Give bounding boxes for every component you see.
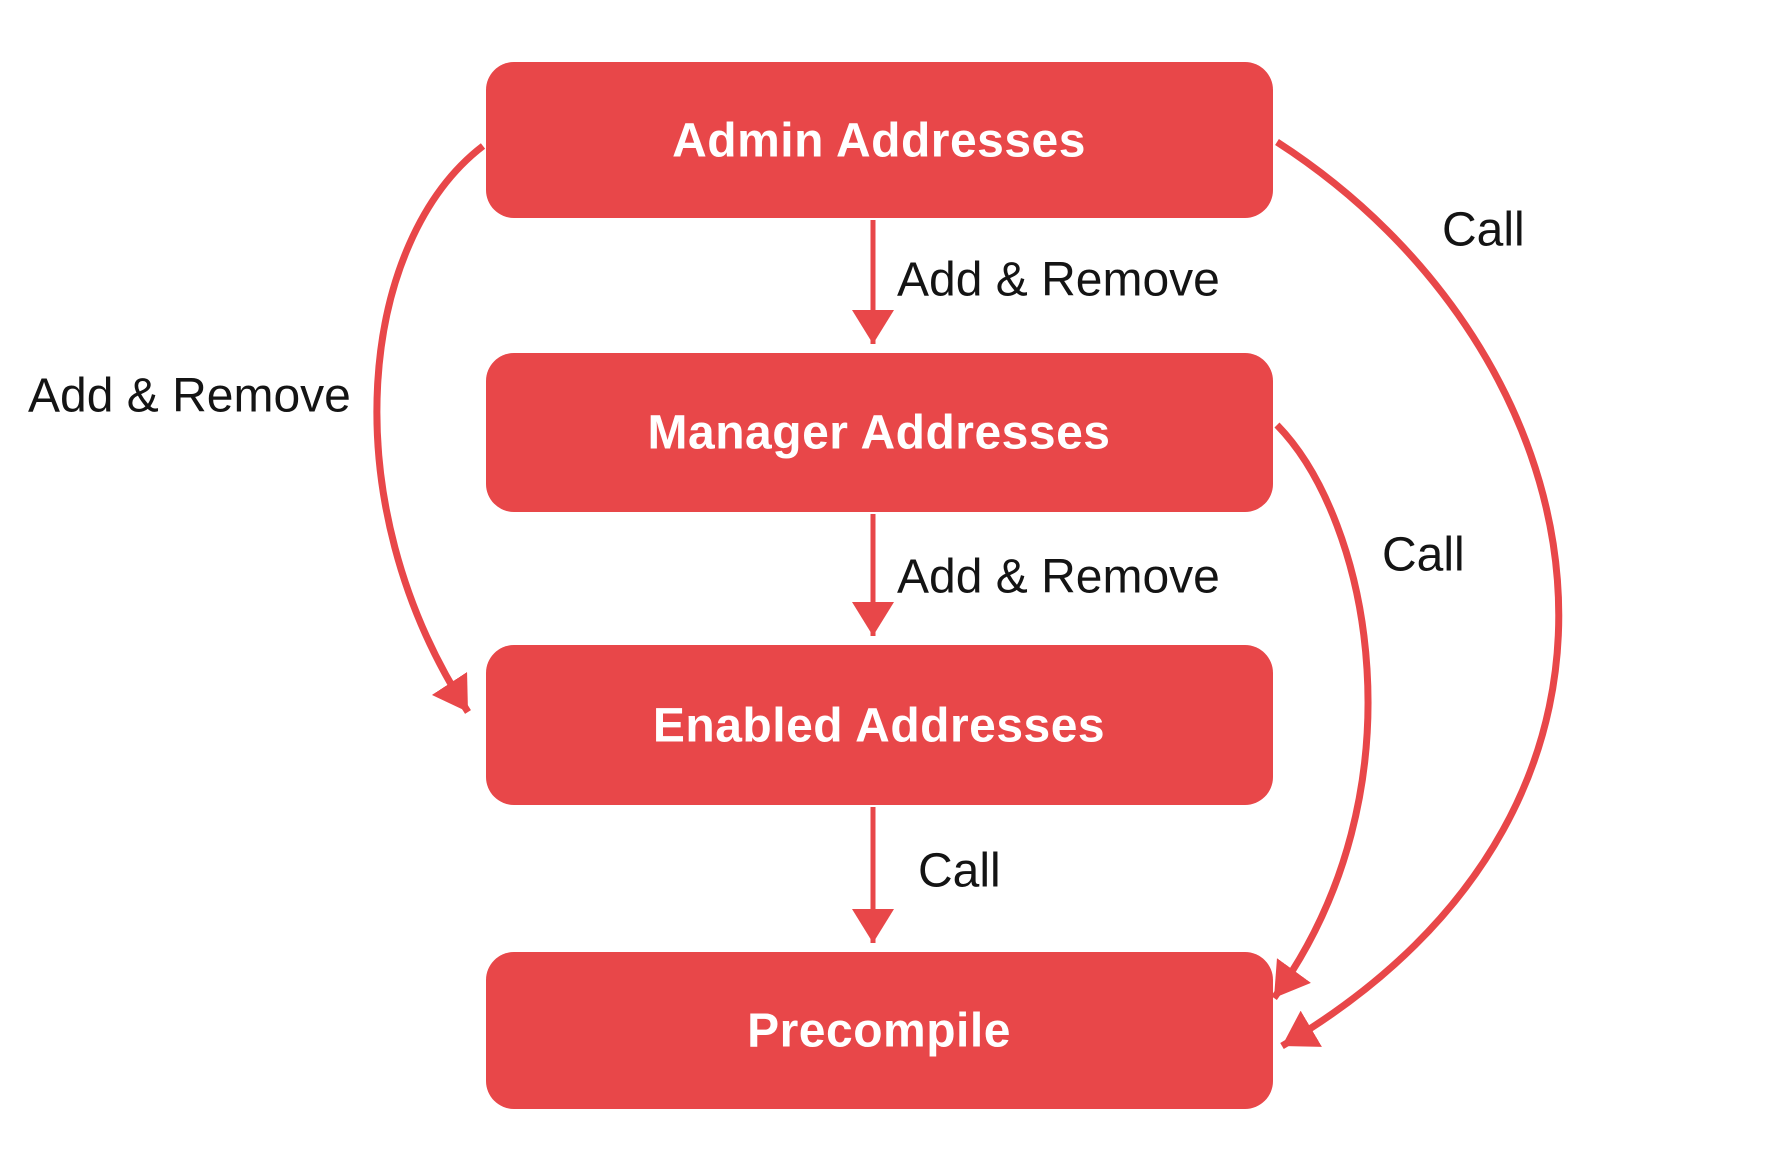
node-manager-addresses-box	[486, 353, 1273, 512]
node-manager-addresses: Manager Addresses	[486, 353, 1273, 512]
node-precompile: Precompile	[486, 952, 1273, 1109]
node-admin-addresses-box	[486, 62, 1273, 218]
edge-group	[373, 139, 1563, 1050]
edge-label-call-right-inner: Call	[1382, 529, 1465, 582]
edge-admin-to-enabled	[373, 143, 486, 714]
edge-label-call-middle: Call	[918, 845, 1001, 898]
node-admin-addresses-label: Admin Addresses	[672, 115, 1086, 168]
node-enabled-addresses-box	[486, 645, 1273, 805]
node-enabled-addresses-label: Enabled Addresses	[653, 700, 1105, 753]
node-enabled-addresses: Enabled Addresses	[486, 645, 1273, 805]
edge-label-add-remove-2: Add & Remove	[897, 551, 1220, 604]
edge-label-group: Add & Remove Add & Remove Call Add & Rem…	[28, 204, 1525, 898]
edge-manager-to-precompile	[1271, 422, 1372, 1001]
edge-label-call-right-outer: Call	[1442, 204, 1525, 257]
node-manager-addresses-label: Manager Addresses	[648, 407, 1111, 460]
node-admin-addresses: Admin Addresses	[486, 62, 1273, 218]
node-precompile-box	[486, 952, 1273, 1109]
edge-label-add-remove-1: Add & Remove	[897, 254, 1220, 307]
node-precompile-label: Precompile	[747, 1005, 1011, 1058]
edge-admin-to-precompile	[1275, 139, 1563, 1050]
edge-label-add-remove-left: Add & Remove	[28, 370, 351, 423]
